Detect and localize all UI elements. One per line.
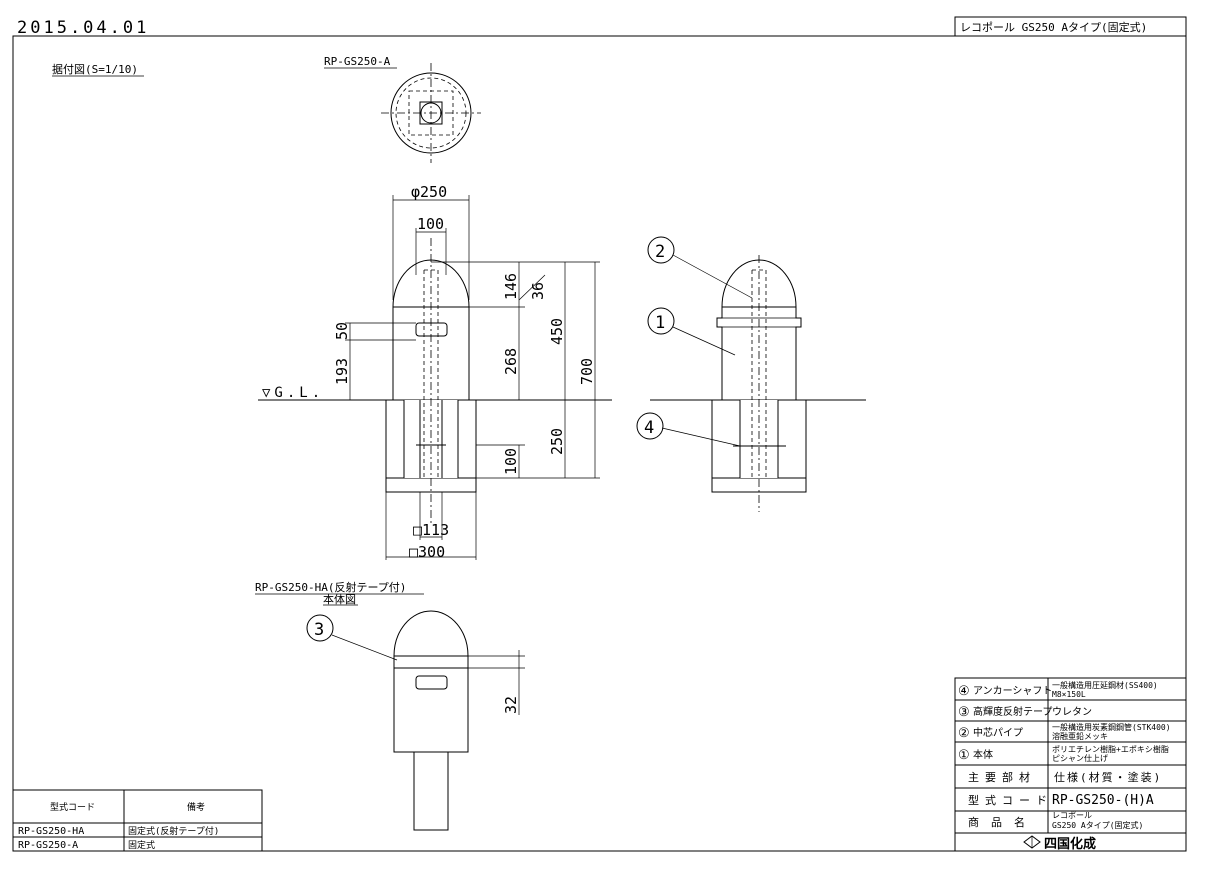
code-table-head-code: 型式コード (50, 801, 95, 813)
code-row-1-code: RP-GS250-HA (18, 826, 84, 837)
balloon-3-label: 3 (314, 620, 324, 640)
dim-450: 450 (548, 318, 566, 345)
install-view-label: 据付図(S=1/10) (52, 62, 138, 76)
title-block-text: レコポール GS250 Aタイプ(固定式) (960, 20, 1147, 34)
material-label: 主要部材 (968, 770, 1036, 784)
balloon-3 (306, 614, 398, 661)
part-3-spec1: ウレタン (1052, 706, 1092, 718)
body-view-label: RP-GS250-HA(反射テープ付) (255, 580, 406, 594)
product-value1: レコポール (1052, 811, 1092, 820)
dim-268: 268 (502, 348, 520, 375)
side-view (650, 255, 866, 512)
drawing-date: 2015.04.01 (17, 18, 149, 38)
part-1-no: ① (958, 748, 970, 763)
balloon-4 (636, 412, 741, 447)
dim-100-top: 100 (417, 215, 444, 233)
dim-146: 146 (502, 273, 520, 300)
balloon-4-label: 4 (644, 418, 654, 438)
dim-193: 193 (333, 358, 351, 385)
body-view-sub: 本体図 (323, 592, 356, 606)
part-1-spec2: ピシャン仕上げ (1052, 753, 1108, 763)
dimension-lines (345, 195, 600, 558)
part-2-name: 中芯パイプ (973, 726, 1023, 739)
dim-300: □300 (409, 543, 445, 561)
product-value2: GS250 Aタイプ(固定式) (1052, 820, 1143, 830)
part-2-spec2: 溶融亜鉛メッキ (1052, 731, 1108, 741)
part-3-name: 高輝度反射テープ (973, 705, 1052, 718)
balloon-2-label: 2 (655, 242, 665, 262)
dim-32: 32 (502, 696, 520, 714)
product-label: 商品名 (968, 815, 1037, 829)
part-3-no: ③ (958, 705, 970, 720)
company-name: 四国化成 (1044, 836, 1096, 852)
part-1-spec1: ポリエチレン樹脂+エポキシ樹脂 (1052, 744, 1169, 754)
dim-113: □113 (413, 521, 449, 539)
company-logo-icon (1023, 835, 1041, 849)
dim-100-side: 100 (502, 448, 520, 475)
part-4-no: ④ (958, 684, 970, 699)
body-view (393, 610, 525, 831)
dim-36: 36 (529, 282, 547, 300)
parts-table (954, 677, 1187, 852)
ground-level-label: ▽G.L. (262, 385, 324, 401)
part-4-name: アンカーシャフト (973, 685, 1052, 697)
dim-50: 50 (333, 322, 351, 340)
code-row-2-note: 固定式 (128, 839, 155, 851)
balloon-2 (647, 236, 753, 299)
part-1-name: 本体 (973, 748, 993, 761)
dim-diameter: φ250 (411, 183, 447, 201)
code-row-1-note: 固定式(反射テープ付) (128, 825, 219, 837)
installation-section (258, 238, 612, 560)
balloon-1 (647, 307, 736, 356)
balloon-1-label: 1 (655, 313, 665, 333)
code-table-head-note: 備考 (187, 801, 205, 813)
material-value: 仕様(材質・塗装) (1054, 770, 1162, 784)
part-2-no: ② (958, 726, 970, 741)
drawing-frame (12, 16, 1187, 852)
part-2-spec1: 一般構造用炭素鋼鋼管(STK400) (1052, 722, 1171, 732)
model-label: 型式コード (968, 793, 1053, 807)
part-4-spec2: M8×150L (1052, 690, 1086, 699)
code-row-2-code: RP-GS250-A (18, 840, 78, 851)
dim-700: 700 (578, 358, 596, 385)
model-value: RP-GS250-(H)A (1052, 793, 1154, 808)
dim-250: 250 (548, 428, 566, 455)
part-4-spec1: 一般構造用圧延鋼材(SS400) (1052, 680, 1158, 690)
top-view-label: RP-GS250-A (324, 55, 391, 68)
code-table (12, 789, 263, 852)
plan-view (381, 63, 481, 163)
